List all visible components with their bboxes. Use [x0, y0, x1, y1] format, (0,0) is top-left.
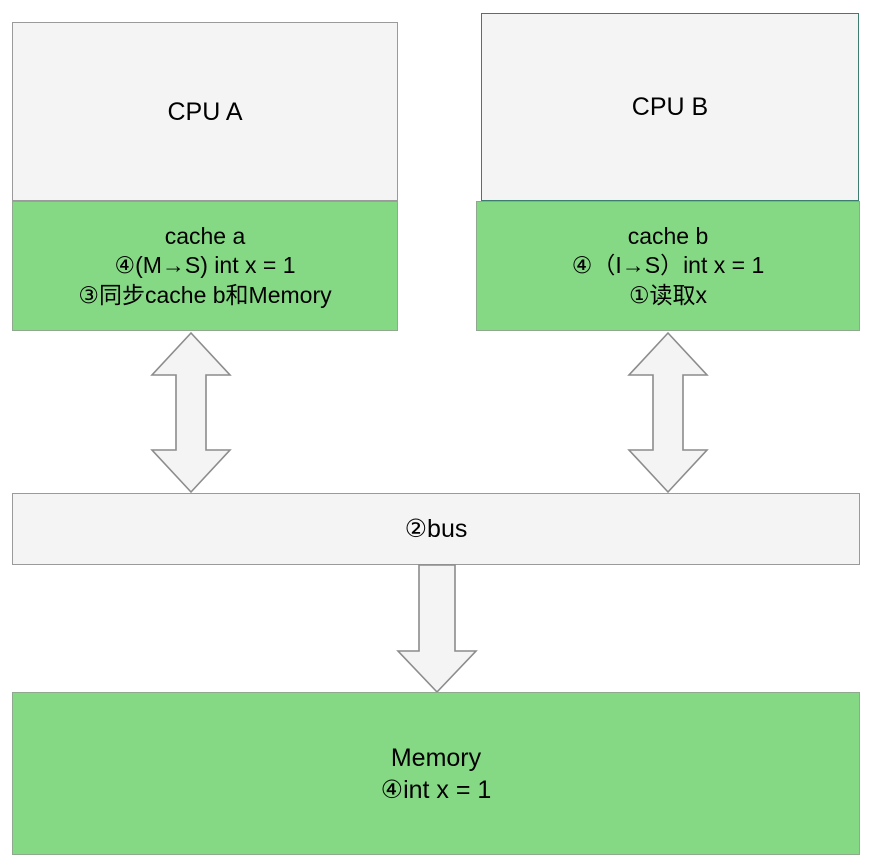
bus-to-memory-arrow-icon [396, 564, 478, 694]
cpu-a-box: CPU A [12, 22, 398, 201]
cpu-b-box: CPU B [481, 13, 859, 201]
cache-a-to-bus-arrow-icon [150, 331, 232, 494]
memory-title: Memory [390, 743, 482, 772]
cpu-a-title: CPU A [167, 97, 243, 126]
memory-box: Memory ④int x = 1 [12, 692, 860, 855]
cache-a-name: cache a [164, 222, 246, 249]
cache-b-to-bus-arrow-icon [627, 331, 709, 494]
cache-b-line-1: ④（I→S）int x = 1 [571, 252, 765, 279]
bus-label: ②bus [404, 515, 468, 543]
cpu-b-title: CPU B [631, 93, 709, 121]
memory-line-1: ④int x = 1 [380, 775, 492, 804]
bus-box: ②bus [12, 493, 860, 565]
cache-b-line-2: ①读取x [628, 281, 708, 308]
cache-b-box: cache b ④（I→S）int x = 1 ①读取x [476, 201, 860, 331]
cache-a-line-2: ③同步cache b和Memory [78, 281, 332, 308]
cache-a-box: cache a ④(M→S) int x = 1 ③同步cache b和Memo… [12, 201, 398, 331]
cache-b-name: cache b [627, 222, 709, 249]
cache-a-line-1: ④(M→S) int x = 1 [114, 252, 296, 279]
